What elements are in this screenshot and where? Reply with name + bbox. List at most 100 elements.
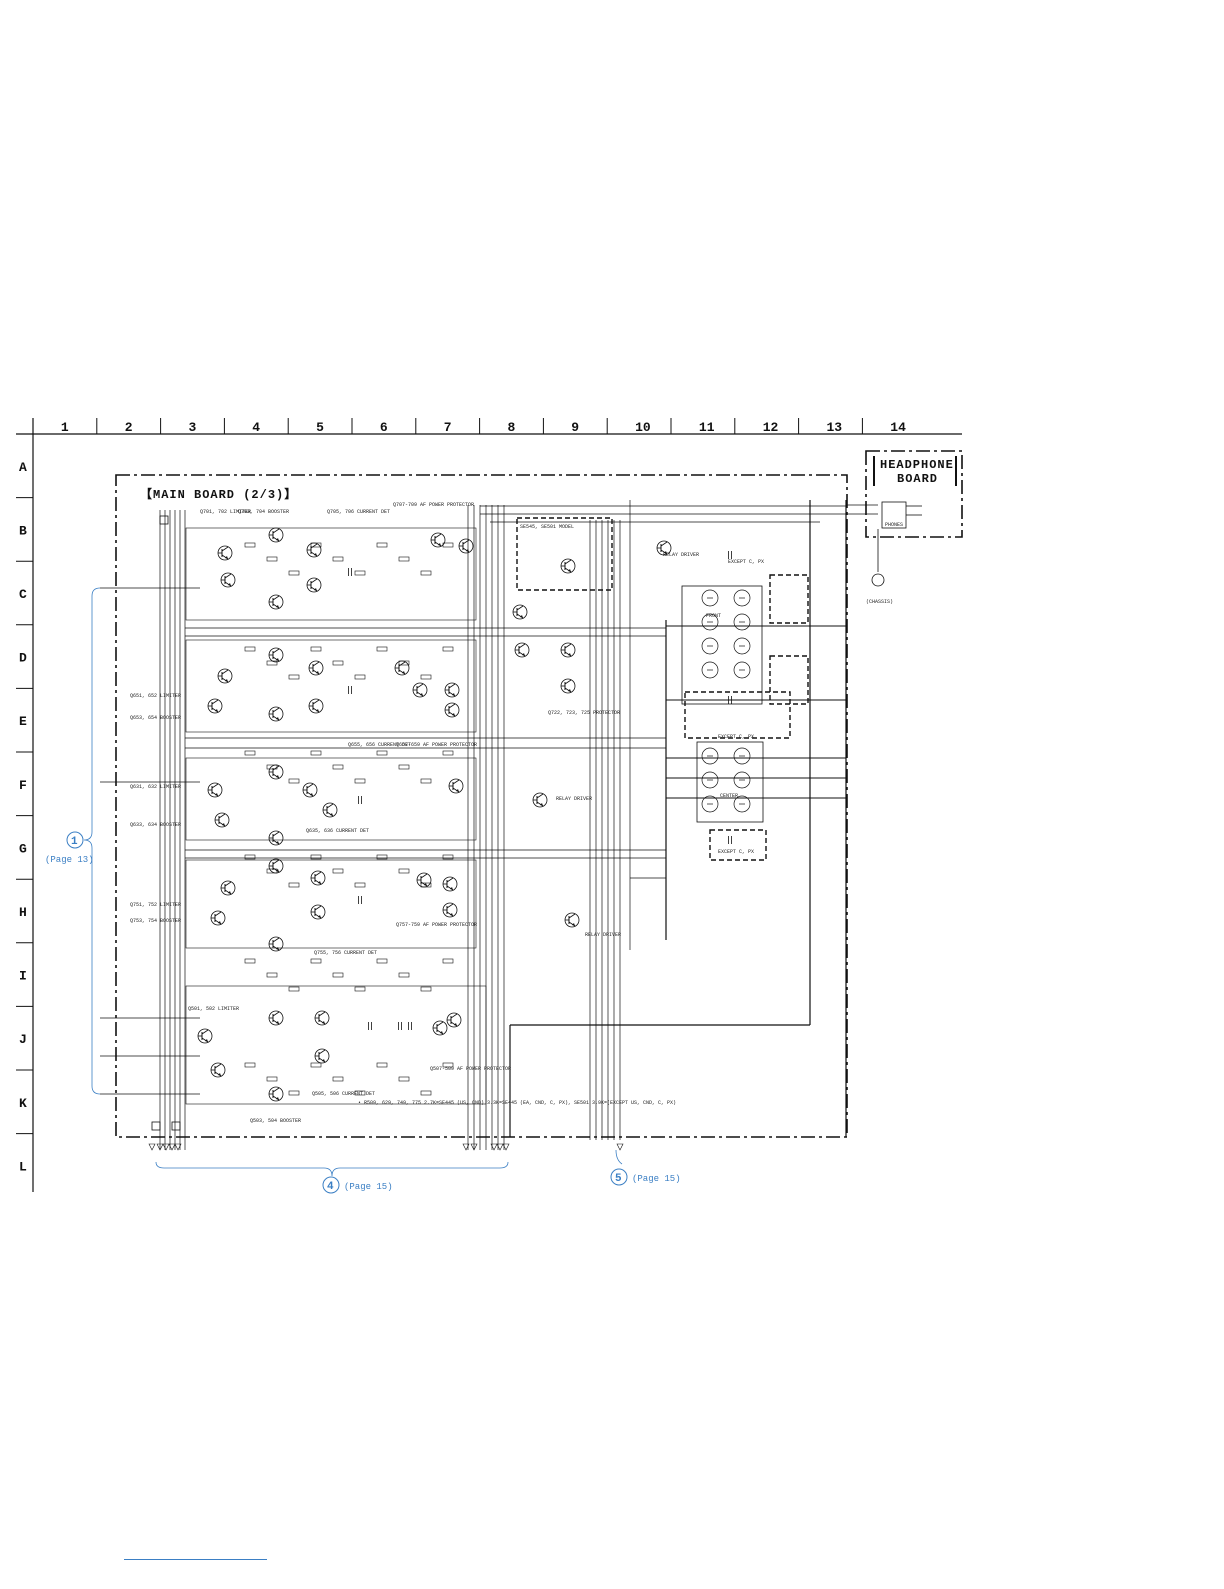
grid-col-2: 2 <box>125 420 133 435</box>
grid-row-G: G <box>19 841 27 856</box>
transistor <box>442 876 458 892</box>
resistor <box>442 854 454 860</box>
transistor <box>514 642 530 658</box>
page-ref-5[interactable]: 5 (Page 15) <box>610 1168 681 1186</box>
grid-row-A: A <box>19 460 27 475</box>
grid-col-6: 6 <box>380 420 388 435</box>
resistor <box>266 972 278 978</box>
resistor <box>442 958 454 964</box>
resistor <box>442 542 454 548</box>
sub-boxes <box>516 517 809 861</box>
grid-col-13: 13 <box>827 420 843 435</box>
label-q655-current-det: Q655, 656 CURRENT DET <box>348 742 411 748</box>
transistor <box>210 910 226 926</box>
schematic-components <box>148 515 751 1151</box>
transistor <box>207 698 223 714</box>
ref1-bracket <box>83 587 101 1095</box>
label-q753-booster: Q753, 754 BOOSTER <box>130 918 181 924</box>
label-relay-driver-1: RELAY DRIVER <box>663 552 699 558</box>
label-q651-limiter: Q651, 652 LIMITER <box>130 693 181 699</box>
main-board-border <box>115 474 848 1138</box>
transistor <box>268 764 284 780</box>
resistor <box>354 778 366 784</box>
transistor <box>416 872 432 888</box>
resistor <box>244 750 256 756</box>
label-except-cpx-2: EXCEPT C, PX <box>718 734 754 740</box>
headphone-board-subtitle: BOARD <box>897 472 938 486</box>
transistor <box>446 1012 462 1028</box>
label-q707-protector: Q707-709 AF POWER PROTECTOR <box>393 502 474 508</box>
terminal-arrow <box>168 1143 176 1151</box>
capacitor <box>368 1021 372 1031</box>
terminal-arrow <box>162 1143 170 1151</box>
grid-row-J: J <box>19 1032 27 1047</box>
grid-col-14: 14 <box>890 420 906 435</box>
relay-terminal <box>733 613 751 631</box>
resistor <box>420 674 432 680</box>
grid-frame <box>16 418 962 1192</box>
label-notes: • R509, 629, 749, 775 2.7K=SE445 (US, CN… <box>358 1100 676 1106</box>
label-q725-protector: Q722, 723, 725 PROTECTOR <box>548 710 620 716</box>
phones-jack <box>871 501 922 587</box>
transistor <box>268 858 284 874</box>
label-q755-current-det: Q755, 756 CURRENT DET <box>314 950 377 956</box>
resistor <box>266 556 278 562</box>
relay-terminal <box>733 771 751 789</box>
label-q757-protector: Q757-759 AF POWER PROTECTOR <box>396 922 477 928</box>
capacitor <box>728 835 732 845</box>
resistor <box>354 570 366 576</box>
transistor <box>197 1028 213 1044</box>
label-model-note: SE545, SE501 MODEL <box>520 524 574 530</box>
relay-terminal <box>733 637 751 655</box>
resistor <box>244 958 256 964</box>
transistor <box>214 812 230 828</box>
grid-col-4: 4 <box>252 420 260 435</box>
label-q501-limiter: Q501, 502 LIMITER <box>188 1006 239 1012</box>
page-ref-4[interactable]: 4 (Page 15) <box>322 1176 393 1194</box>
resistor <box>332 660 344 666</box>
capacitor <box>348 567 352 577</box>
footer-rule <box>124 1559 267 1560</box>
transistor <box>220 880 236 896</box>
transistor <box>308 698 324 714</box>
transistor <box>444 702 460 718</box>
ref5-bracket <box>615 1149 623 1165</box>
transistor <box>268 1086 284 1102</box>
transistor <box>308 660 324 676</box>
resistor <box>354 674 366 680</box>
resistor <box>420 778 432 784</box>
transistor <box>268 647 284 663</box>
connector-box <box>171 1121 181 1131</box>
grid-col-7: 7 <box>444 420 452 435</box>
capacitor <box>348 685 352 695</box>
transistor <box>560 642 576 658</box>
transistor <box>302 782 318 798</box>
transistor <box>217 668 233 684</box>
grid-col-12: 12 <box>763 420 779 435</box>
transistor <box>458 538 474 554</box>
transistor <box>268 706 284 722</box>
main-board-title: 【MAIN BOARD (2/3)】 <box>140 486 297 502</box>
label-q653-booster: Q653, 654 BOOSTER <box>130 715 181 721</box>
resistor <box>288 570 300 576</box>
terminal-arrow <box>470 1143 478 1151</box>
label-q633-booster: Q633, 634 BOOSTER <box>130 822 181 828</box>
resistor <box>244 646 256 652</box>
transistor <box>210 1062 226 1078</box>
relay-terminal <box>701 747 719 765</box>
page-ref-1[interactable]: 1 (Page 13) <box>45 831 94 865</box>
transistor <box>560 558 576 574</box>
resistor <box>244 854 256 860</box>
grid-row-E: E <box>19 714 27 729</box>
label-q703-booster: Q703, 704 BOOSTER <box>238 509 289 515</box>
transistor <box>310 904 326 920</box>
label-q631-limiter: Q631, 632 LIMITER <box>130 784 181 790</box>
resistor <box>442 646 454 652</box>
label-q657-protector: Q657-659 AF POWER PROTECTOR <box>396 742 477 748</box>
resistor <box>420 570 432 576</box>
grid-col-8: 8 <box>508 420 516 435</box>
transistor <box>268 1010 284 1026</box>
grid-row-K: K <box>19 1096 27 1111</box>
transistor <box>268 594 284 610</box>
